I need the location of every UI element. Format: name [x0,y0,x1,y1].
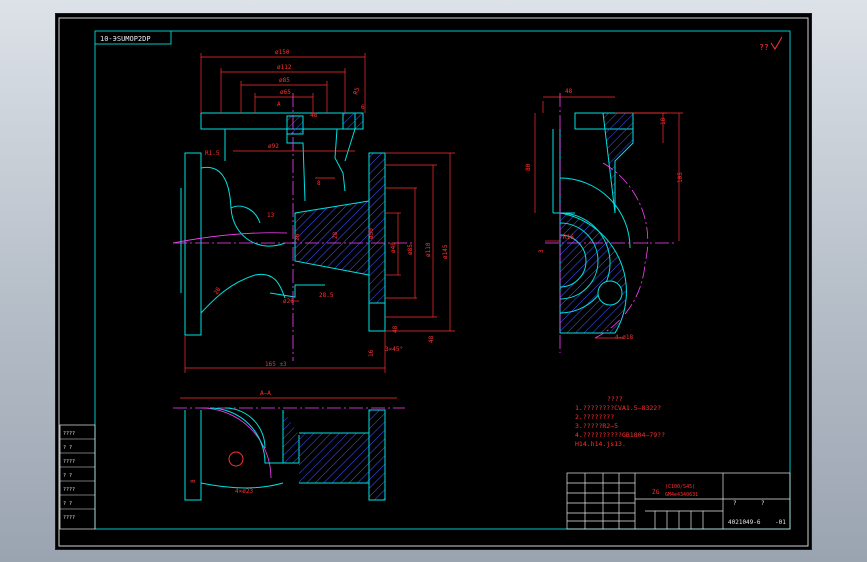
dim-phi92: ø92 [268,143,279,150]
dim-48b: 48 [392,325,399,333]
side-dim-80: 80 [525,163,532,171]
side-dim-105: 105 [677,172,684,183]
left-revision-table: ???? ? ? ???? ? ? ???? ? ? ???? [59,424,96,530]
roughness-symbol-icon [770,36,783,50]
notes-title: ???? [607,395,623,403]
dim-r5: R5 [352,86,361,96]
dim-phi85b: ø85 [407,244,414,255]
rev-row-4: ? ? [63,473,72,479]
dim-48a: 48 [310,112,318,119]
dim-phi150: ø150 [275,49,290,56]
dim-phi65: ø65 [280,89,291,96]
dim-28-5: 28.5 [319,292,334,299]
dim-3x45: 3×45° [385,346,403,353]
material-spec-2: GM4e4340631 [665,492,698,498]
dim-28: 28 [332,231,339,239]
dim-165: 165 ±3 [265,361,287,368]
sheet-inner-border [94,30,791,530]
side-dimensions [534,96,683,339]
rev-row-5: ???? [63,487,75,493]
dim-16: 16 [368,349,375,357]
cad-viewport[interactable]: 10-ЭSUMOP2DP ?? [55,13,812,550]
dim-6: 6 [361,104,365,111]
front-view [172,93,415,361]
dim-20: 20 [213,286,223,296]
dim-26: 26 [294,233,301,241]
side-view [545,93,675,353]
dim-phi112: ø112 [277,64,292,71]
side-dim-48: 48 [565,88,573,95]
scale-value: ? [733,500,737,507]
dim-phi50: ø50 [368,228,375,239]
drawing-suffix: -01 [775,519,786,526]
title-tag-box [94,30,172,45]
dim-r1-5: R1.5 [205,150,220,157]
dim-phi110: ø110 [425,242,432,257]
dim-13: 13 [267,212,275,219]
note-1: 1.????????CVA1.5—8322? [575,404,661,412]
side-dim-3: 3 [538,249,545,253]
dim-48c: 48 [428,335,435,343]
side-dimension-labels: 48 18 80 105 R16 4-ø18 3 [525,88,684,341]
note-5: H14.h14.js13. [575,440,626,448]
section-cut-label: A—A [260,390,271,397]
dim-phi40: ø40 [390,242,397,253]
dim-8: 8 [317,180,321,187]
side-dim-4phi18: 4-ø18 [615,334,633,341]
dim-phi145: ø145 [442,244,449,259]
note-3: 3.?????R2—5 [575,422,618,430]
note-4: 4.??????????GB1804—79?? [575,431,665,439]
note-2: 2.???????? [575,413,614,421]
drawing-number: 4021049-6 [728,519,761,526]
technical-notes: ???? 1.????????CVA1.5—8322? 2.???????? 3… [575,395,665,448]
front-dimensions [184,53,455,373]
dim-phi20: ø20 [283,298,294,305]
rev-row-2: ? ? [63,445,72,451]
front-dimension-labels: ø150 ø112 ø85 ø65 ø92 R1.5 48 R5 8 13 ø2… [205,49,449,368]
bottom-dim-holes: 4×ø23 [235,488,253,495]
sheet-value: ? [761,500,765,507]
material-spec: (C100/S45) [665,484,695,490]
side-dim-r16: R16 [563,234,574,241]
side-dim-18: 18 [660,117,667,125]
rev-row-1: ???? [63,431,75,437]
rev-row-7: ???? [63,515,75,521]
rev-row-6: ? ? [63,501,72,507]
rev-row-3: ???? [63,459,75,465]
sheet-outer-border [58,17,809,547]
dim-phi85: ø85 [279,77,290,84]
section-label-a: A [277,101,281,108]
title-block-text: ZG (C100/S45) GM4e4340631 ? ? 4021049-6 … [652,484,786,526]
bottom-dim-8: 8 [190,479,197,483]
roughness-mark: ?? [759,43,769,52]
material-code: ZG [652,489,660,496]
title-block [566,472,791,530]
drawing-canvas: 10-ЭSUMOP2DP ?? [58,17,809,547]
bottom-view [173,397,405,501]
title-tag: 10-ЭSUMOP2DP [100,35,151,43]
